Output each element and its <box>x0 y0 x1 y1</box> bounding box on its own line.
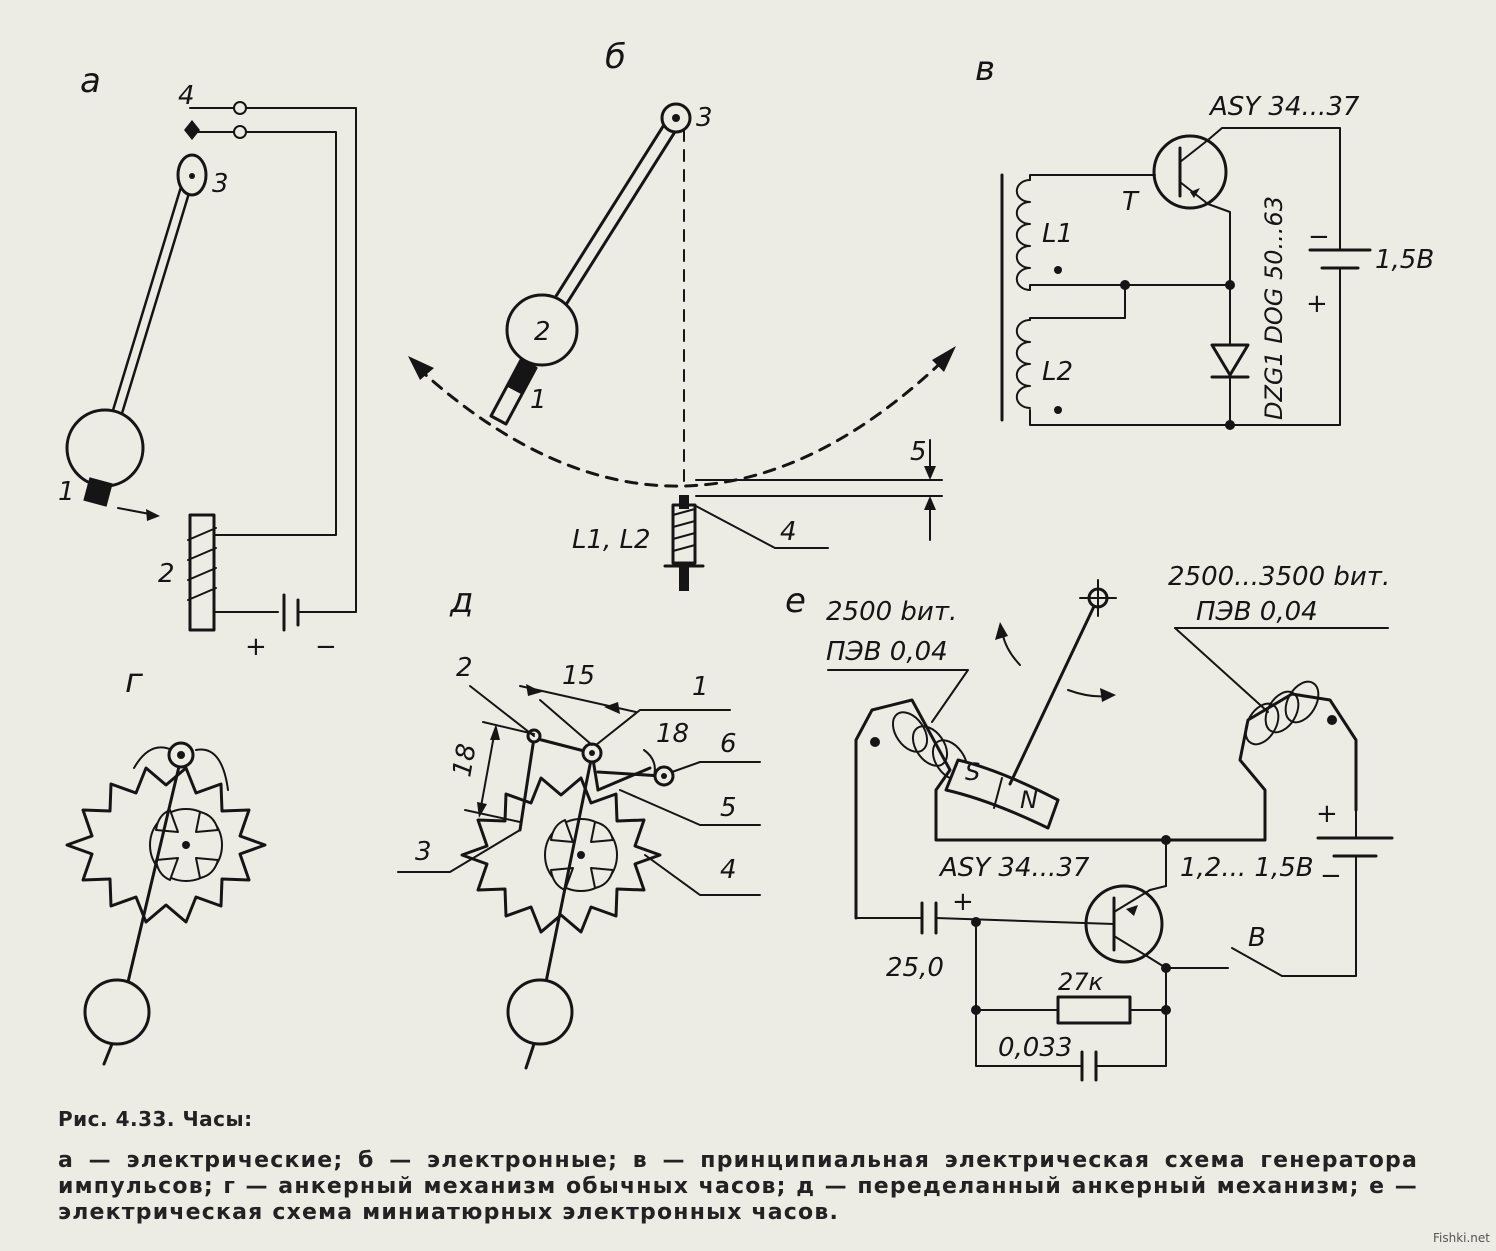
label-d-1: 1 <box>692 672 709 702</box>
panel-g: г <box>65 661 267 1066</box>
label-d-3: 3 <box>415 837 432 867</box>
label-e-switch: В <box>1248 923 1266 953</box>
panel-d: д <box>397 581 761 1070</box>
label-v-diode: DZG1 DOG 50...63 <box>1260 196 1288 420</box>
caption-text: а — электрические; б — электронные; в — … <box>58 1148 1418 1225</box>
label-v-L1: L1 <box>1042 219 1073 249</box>
escape-wheel-g <box>65 766 267 924</box>
label-b-4: 4 <box>780 517 797 547</box>
panel-d-letter: д <box>449 581 474 621</box>
pendulum-bob-d <box>506 978 574 1046</box>
label-b-coils: L1, L2 <box>572 525 651 555</box>
label-b-1: 1 <box>530 385 547 415</box>
label-e-coil-left-wire: ПЭВ 0,04 <box>826 637 948 667</box>
label-e-cap-plus: + <box>952 887 974 917</box>
label-e-voltage: 1,2... 1,5В <box>1180 853 1314 883</box>
watermark: Fishki.net <box>1432 1231 1490 1245</box>
label-d-18-right: 18 <box>656 719 689 749</box>
label-d-2: 2 <box>456 653 473 683</box>
panel-b: б 1 2 3 4 5 L1, L2 <box>408 37 956 591</box>
label-a-1: 1 <box>58 477 75 507</box>
label-e-coil-right-turns: 2500...3500 bит. <box>1168 562 1390 592</box>
label-v-L2: L2 <box>1042 357 1073 387</box>
panel-a-letter: а <box>80 61 101 101</box>
label-d-18-left: 18 <box>447 741 482 779</box>
label-b-3: 3 <box>696 103 713 133</box>
label-d-6: 6 <box>720 729 737 759</box>
label-e-cap-0033: 0,033 <box>998 1033 1072 1063</box>
label-b-5: 5 <box>910 437 927 467</box>
magnet <box>83 477 113 507</box>
pendulum-bob <box>65 408 145 488</box>
pendulum-bob-b <box>505 293 579 367</box>
label-e-S: S <box>965 758 980 786</box>
label-a-2: 2 <box>158 559 175 589</box>
label-e-battery-plus: + <box>1316 799 1338 829</box>
label-e-coil-right-wire: ПЭВ 0,04 <box>1196 597 1318 627</box>
label-e-resistor: 27к <box>1058 968 1104 996</box>
label-d-4: 4 <box>720 855 737 885</box>
label-a-3: 3 <box>212 169 229 199</box>
panel-b-letter: б <box>605 37 626 77</box>
panel-v-letter: в <box>975 49 995 89</box>
label-d-5: 5 <box>720 793 737 823</box>
resistor-27k <box>1056 995 1132 1025</box>
label-a-minus: − <box>315 632 337 662</box>
label-d-15: 15 <box>562 661 595 691</box>
label-e-battery-minus: − <box>1320 861 1342 891</box>
label-v-plus: + <box>1306 289 1328 319</box>
panel-e-letter: е <box>785 581 806 621</box>
transistor-v <box>1152 134 1228 210</box>
panel-a: а 1 2 3 4 + − <box>58 61 357 662</box>
label-e-cap-25: 25,0 <box>886 953 944 983</box>
label-a-4: 4 <box>178 81 195 111</box>
magnet-sn <box>944 758 1060 830</box>
label-v-transistor: ASY 34...37 <box>1208 92 1360 122</box>
label-e-coil-left-turns: 2500 bит. <box>826 597 957 627</box>
label-e-N: N <box>1020 786 1038 814</box>
label-b-2: 2 <box>534 317 551 347</box>
label-a-plus: + <box>245 632 267 662</box>
caption-title: Рис. 4.33. Часы: <box>58 1107 253 1131</box>
figure-caption: Рис. 4.33. Часы: а — электрические; б — … <box>58 1106 1418 1226</box>
label-v-voltage: 1,5В <box>1375 245 1434 275</box>
panel-v: в ASY 34...37 T L1 <box>975 49 1434 430</box>
label-v-T: T <box>1122 187 1140 217</box>
pendulum-bob-g <box>83 978 151 1046</box>
label-v-minus: − <box>1308 222 1330 252</box>
panel-e: е <box>785 562 1394 1082</box>
escape-wheel-d <box>460 776 662 934</box>
panel-g-letter: г <box>125 661 144 701</box>
label-e-transistor: ASY 34...37 <box>938 853 1090 883</box>
